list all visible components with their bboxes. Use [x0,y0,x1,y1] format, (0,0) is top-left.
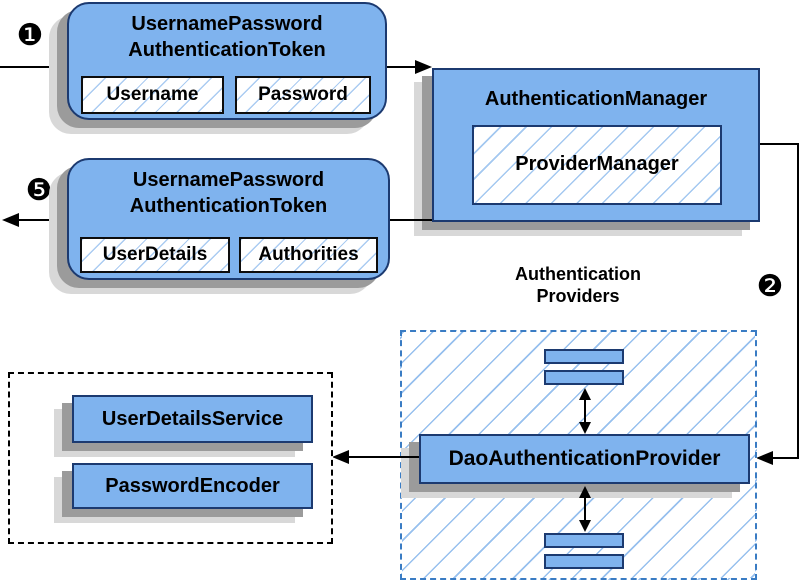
password-encoder-box: PasswordEncoder [72,463,313,509]
request-token-title-line1: UsernamePassword [131,13,323,35]
dao-authentication-provider-box: DaoAuthenticationProvider [419,434,750,484]
request-out-line [387,66,416,68]
result-out-line [18,219,67,221]
up-arrowhead-icon [579,486,591,498]
authentication-providers-region: DaoAuthenticationProvider [400,330,757,580]
up-arrowhead-icon [579,388,591,400]
result-token-title-line1: UsernamePassword [132,169,325,191]
provider-manager-box: ProviderManager [472,125,722,205]
password-field-box: Password [235,76,371,114]
authentication-providers-label: Authentication Providers [468,263,688,307]
provider-stack-bar [544,533,624,548]
down-arrowhead-icon [579,520,591,532]
step-1-badge: ❶ [16,19,44,52]
services-group-box: UserDetailsService PasswordEncoder [8,372,333,544]
dao-to-services-arrowhead-icon [332,450,349,464]
result-token-title: UsernamePassword AuthenticationToken [69,167,388,219]
authentication-providers-label-line2: Providers [536,286,620,306]
user-details-service-box: UserDetailsService [72,395,313,443]
step2-line-vertical [797,143,799,459]
authentication-manager-box: AuthenticationManager ProviderManager [432,68,760,222]
request-in-line [0,66,67,68]
step2-line-top [760,143,799,145]
provider-stack-bar [544,349,624,364]
step2-line-bottom [771,457,798,459]
result-token-title-line2: AuthenticationToken [129,195,328,217]
request-token-title-line2: AuthenticationToken [128,39,326,61]
username-field-box: Username [81,76,224,114]
manager-to-result-line [390,219,432,221]
step-5-badge: ❺ [25,174,53,207]
result-arrowhead-icon [2,213,19,227]
provider-stack-bar [544,370,624,385]
userdetails-field-box: UserDetails [80,237,230,273]
request-token-box: UsernamePassword AuthenticationToken Use… [67,2,387,120]
provider-link-line [584,496,586,524]
step2-arrowhead-icon [756,451,773,465]
authorities-field-box: Authorities [239,237,378,273]
request-arrowhead-icon [415,60,432,74]
authentication-providers-label-line1: Authentication [515,264,641,284]
provider-stack-bar [544,554,624,569]
dao-to-services-line [348,456,419,458]
step-2-badge: ❷ [756,270,784,303]
provider-link-line [584,398,586,426]
result-token-box: UsernamePassword AuthenticationToken Use… [67,158,390,280]
authentication-manager-title: AuthenticationManager [484,88,708,110]
down-arrowhead-icon [579,422,591,434]
request-token-title: UsernamePassword AuthenticationToken [69,11,385,63]
